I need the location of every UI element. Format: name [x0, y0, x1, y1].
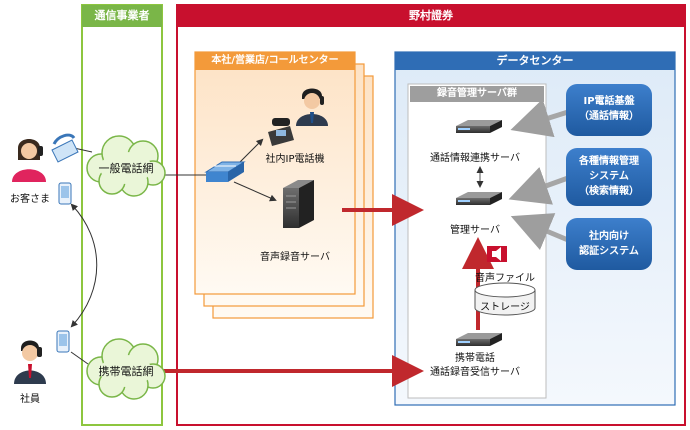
public-network-cloud	[86, 135, 166, 197]
link-server-icon	[456, 120, 502, 133]
mobile-network-cloud	[86, 338, 166, 400]
mobile-server-label: 携帯電話 通話録音受信サーバ	[430, 353, 520, 378]
link-server-label: 通話情報連携サーバ	[430, 153, 520, 164]
audio-file-icon	[487, 246, 507, 262]
line-customer-employee	[70, 203, 98, 328]
mgmt-server-icon	[456, 192, 502, 205]
server-group-header-bg	[410, 86, 544, 102]
system-info-label: 各種情報管理 システム （検索情報）	[579, 156, 639, 197]
office-worker-icon	[296, 88, 328, 126]
line-switch-to-recorder	[233, 181, 277, 202]
network-switch-icon	[204, 161, 246, 182]
desk-phone-icon	[51, 133, 79, 163]
storage-label: ストレージ	[480, 302, 530, 313]
storage-icon	[474, 282, 536, 316]
line-mobile-to-network	[70, 351, 89, 365]
arrow-auth-to-mgmt	[510, 213, 569, 250]
recorder-server-icon	[283, 180, 314, 228]
system-auth-pill	[566, 218, 652, 270]
branch-header-bg	[195, 52, 355, 70]
ip-phone-label: 社内IP電話機	[265, 154, 325, 165]
recorder-label: 音声録音サーバ	[260, 252, 330, 263]
nomura-header-bg	[177, 5, 685, 27]
arrow-info-to-mgmt	[508, 167, 569, 205]
employee-mobile-icon	[56, 330, 70, 353]
carrier-title: 通信事業者	[94, 9, 150, 22]
customer-label: お客さま	[10, 194, 50, 205]
public-network-label: 一般電話網	[98, 162, 154, 175]
carrier-header-bg	[82, 5, 162, 27]
nomura-title: 野村證券	[409, 9, 453, 22]
ip-phone-icon	[268, 118, 294, 146]
customer-mobile-icon	[58, 182, 72, 205]
server-group-title: 録音管理サーバ群	[437, 88, 517, 99]
arrow-ip-to-link	[510, 98, 569, 138]
mobile-server-icon	[456, 333, 502, 346]
system-ip-pill	[566, 84, 652, 136]
branch-title: 本社/営業店/コールセンター	[211, 55, 339, 66]
datacenter-title: データセンター	[496, 54, 574, 67]
line-phone-to-public	[73, 147, 93, 153]
audio-file-label: 音声ファイル	[475, 273, 535, 284]
mobile-network-label: 携帯電話網	[98, 365, 154, 378]
employee-icon	[14, 340, 46, 384]
employee-label: 社員	[20, 394, 40, 405]
mgmt-server-label: 管理サーバ	[450, 225, 500, 236]
system-info-pill	[566, 148, 652, 206]
system-auth-label: 社内向け 認証システム	[579, 231, 639, 257]
datacenter-header-bg	[395, 52, 675, 70]
customer-icon	[12, 139, 46, 182]
system-ip-label: IP電話基盤 （通話情報）	[579, 96, 639, 122]
